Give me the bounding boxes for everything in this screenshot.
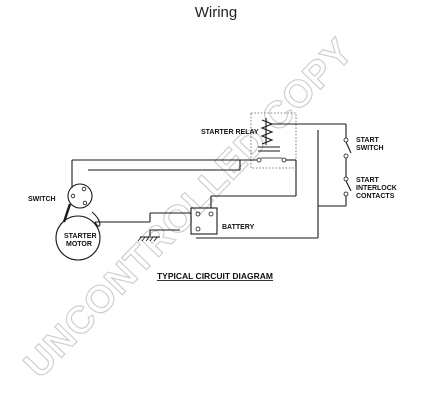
- battery-label: BATTERY: [222, 224, 255, 231]
- start-switch-label-2: SWITCH: [356, 145, 384, 152]
- starter-relay-enclosure: [250, 112, 297, 169]
- page-title: Wiring: [194, 4, 238, 21]
- starter-motor: [55, 211, 101, 261]
- interlock-label-3: CONTACTS: [356, 193, 395, 200]
- start-switch-label-1: START: [356, 137, 380, 144]
- starter-motor-label-2: MOTOR: [66, 241, 92, 248]
- starter-relay-label: STARTER RELAY: [201, 129, 259, 136]
- interlock-contacts: [343, 176, 352, 197]
- battery: [190, 207, 218, 235]
- starter-motor-label-1: STARTER: [64, 233, 97, 240]
- switch-label: SWITCH: [28, 196, 56, 203]
- ground-icon: [137, 236, 160, 242]
- interlock-label-2: INTERLOCK: [356, 185, 397, 192]
- diagram-caption: TYPICAL CIRCUIT DIAGRAM: [157, 271, 273, 281]
- starter-solenoid-switch: [62, 183, 93, 223]
- interlock-label-1: START: [356, 177, 380, 184]
- start-switch: [343, 137, 352, 159]
